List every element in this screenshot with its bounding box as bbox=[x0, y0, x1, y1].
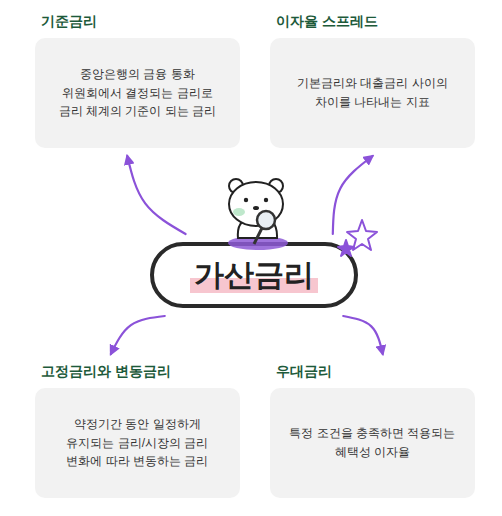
info-panel: 약정기간 동안 일정하게 유지되는 금리/시장의 금리 변화에 따라 변동하는 … bbox=[35, 388, 240, 498]
card-body: 중앙은행의 금융 통화 위원회에서 결정되는 금리로 금리 체계의 기준이 되는… bbox=[51, 65, 224, 121]
card-body: 특정 조건을 충족하면 적용되는 혜택성 이자율 bbox=[286, 424, 459, 461]
panel-content: 기본금리와 대출금리 사이의 차이를 나타내는 지표 bbox=[286, 74, 459, 111]
center-label: 가산금리 bbox=[190, 255, 318, 296]
term-card: 이자율 스프레드기본금리와 대출금리 사이의 차이를 나타내는 지표 bbox=[270, 12, 475, 148]
curved-arrow bbox=[111, 316, 165, 354]
card-body: 약정기간 동안 일정하게 유지되는 금리/시장의 금리 변화에 따라 변동하는 … bbox=[51, 415, 224, 471]
curved-arrow bbox=[343, 316, 383, 354]
panel-content: 특정 조건을 충족하면 적용되는 혜택성 이자율 bbox=[286, 424, 459, 461]
curved-arrow bbox=[127, 156, 185, 234]
info-panel: 특정 조건을 충족하면 적용되는 혜택성 이자율 bbox=[270, 388, 475, 498]
star-mark bbox=[338, 220, 377, 256]
card-heading: 우대금리 bbox=[276, 362, 475, 380]
center-term: 가산금리 bbox=[150, 242, 358, 308]
bear-illustration bbox=[228, 179, 288, 250]
term-card: 기준금리중앙은행의 금융 통화 위원회에서 결정되는 금리로 금리 체계의 기준… bbox=[35, 12, 240, 148]
info-panel: 기본금리와 대출금리 사이의 차이를 나타내는 지표 bbox=[270, 38, 475, 148]
panel-content: 중앙은행의 금융 통화 위원회에서 결정되는 금리로 금리 체계의 기준이 되는… bbox=[51, 65, 224, 121]
term-card: 고정금리와 변동금리약정기간 동안 일정하게 유지되는 금리/시장의 금리 변화… bbox=[35, 362, 240, 498]
curved-arrow bbox=[333, 156, 373, 234]
info-panel: 중앙은행의 금융 통화 위원회에서 결정되는 금리로 금리 체계의 기준이 되는… bbox=[35, 38, 240, 148]
card-heading: 기준금리 bbox=[41, 12, 240, 30]
term-card: 우대금리특정 조건을 충족하면 적용되는 혜택성 이자율 bbox=[270, 362, 475, 498]
card-heading: 이자율 스프레드 bbox=[276, 12, 475, 30]
card-heading: 고정금리와 변동금리 bbox=[41, 362, 240, 380]
panel-content: 약정기간 동안 일정하게 유지되는 금리/시장의 금리 변화에 따라 변동하는 … bbox=[51, 415, 224, 471]
card-body: 기본금리와 대출금리 사이의 차이를 나타내는 지표 bbox=[286, 74, 459, 111]
